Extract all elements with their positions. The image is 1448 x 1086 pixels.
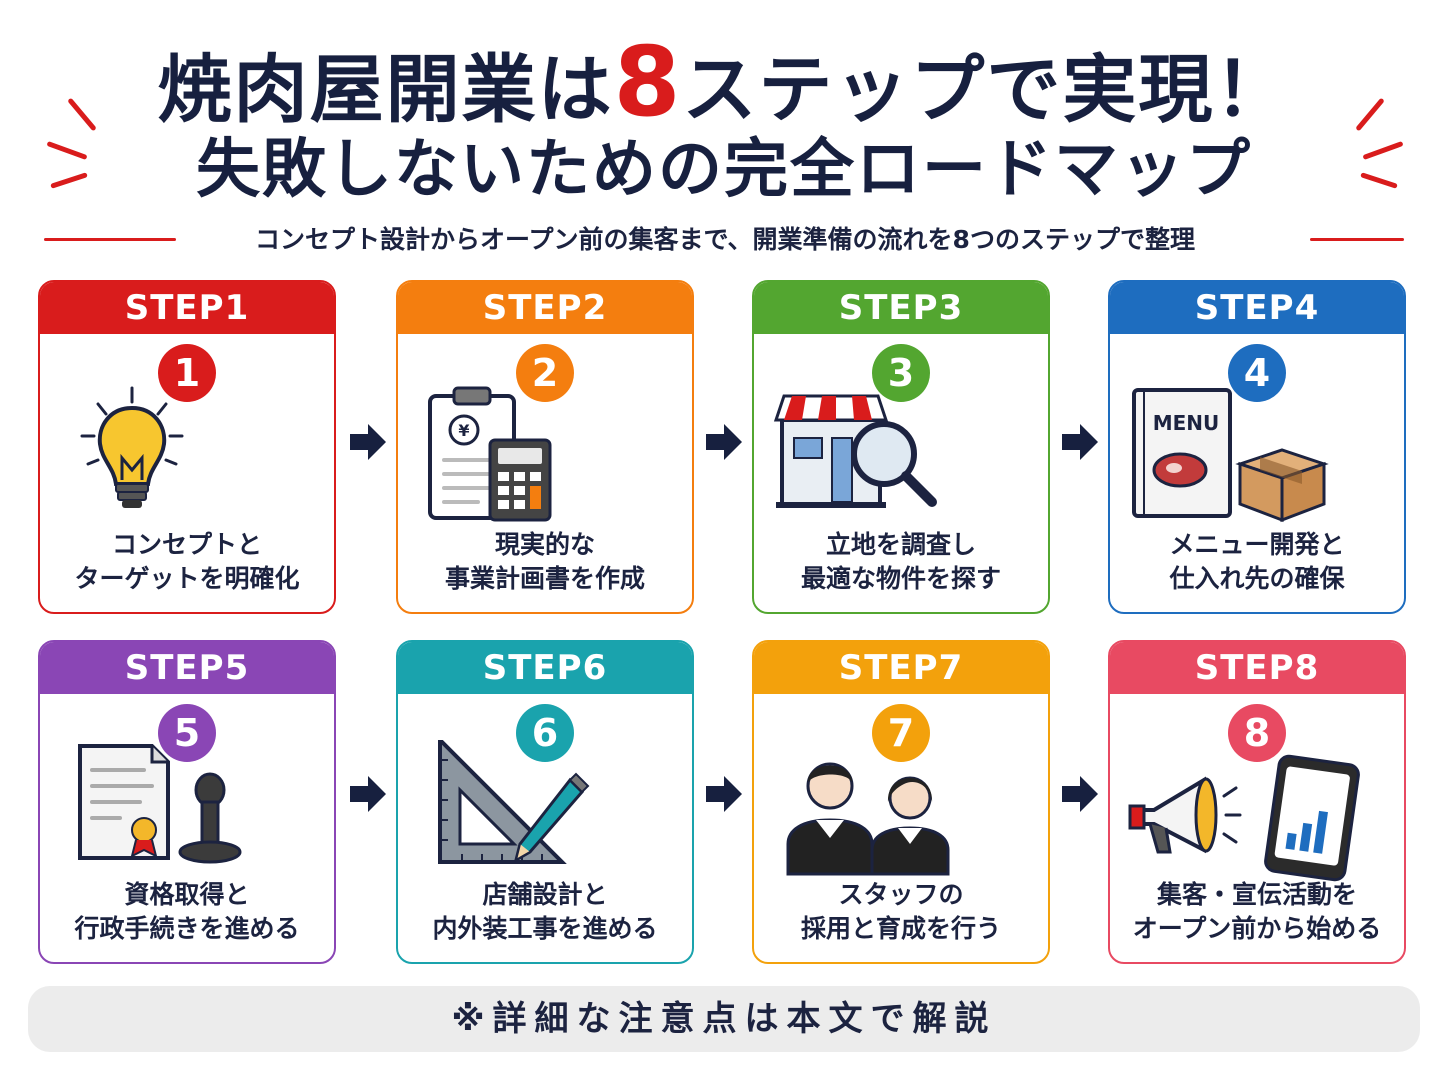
step-label-line1: 立地を調査し	[825, 530, 976, 559]
arrow-right-icon	[1062, 424, 1098, 460]
step-number-badge: 5	[158, 704, 216, 762]
burst-right-icon	[1338, 90, 1418, 190]
step-label: 集客・宣伝活動を オープン前から始める	[1110, 878, 1404, 946]
step-heading: STEP6	[398, 642, 692, 694]
step-label: コンセプトと ターゲットを明確化	[40, 528, 334, 596]
arrow-right-icon	[706, 424, 742, 460]
ruler-pencil-icon	[438, 740, 590, 864]
subtitle-line-right	[1310, 238, 1404, 241]
step-label-line1: メニュー開発と	[1169, 530, 1345, 559]
lightbulb-icon	[80, 386, 184, 508]
menu-box-icon: MENU	[1132, 388, 1329, 523]
burst-left-icon	[40, 90, 120, 190]
step-heading: STEP4	[1110, 282, 1404, 334]
step-number-badge: 7	[872, 704, 930, 762]
svg-text:¥: ¥	[458, 421, 469, 440]
title-highlight-number: 8	[613, 26, 683, 138]
step-card-1: STEP1 1 コンセプトと ターゲットを明確化	[38, 280, 336, 614]
step-number-badge: 1	[158, 344, 216, 402]
step-label-line2: ターゲットを明確化	[74, 564, 300, 593]
step-label-line1: 集客・宣伝活動を	[1156, 880, 1357, 909]
certificate-stamp-icon	[78, 744, 242, 864]
step-card-7: STEP7 7 スタッフの 採用と育成を行う	[752, 640, 1050, 964]
subtitle-line-left	[44, 238, 176, 241]
step-number-badge: 2	[516, 344, 574, 402]
step-label-line1: 店舗設計と	[482, 880, 608, 909]
step-label: 店舗設計と 内外装工事を進める	[398, 878, 692, 946]
step-label-line1: 資格取得と	[124, 880, 250, 909]
subtitle: コンセプト設計からオープン前の集客まで、開業準備の流れを8つのステップで整理	[255, 225, 1195, 254]
main-title-line1: 焼肉屋開業は8ステップで実現！	[0, 32, 1448, 140]
step-card-6: STEP6 6 店舗設計と 内外装工事を進める	[396, 640, 694, 964]
step-number-badge: 4	[1228, 344, 1286, 402]
step-label-line2: 行政手続きを進める	[74, 914, 300, 943]
step-heading: STEP8	[1110, 642, 1404, 694]
menu-text: MENU	[1153, 411, 1220, 435]
arrow-right-icon	[1062, 776, 1098, 812]
step-card-8: STEP8 8 集客・宣伝活動を オープン前から始める	[1108, 640, 1406, 964]
footer-note: ※詳細な注意点は本文で解説	[28, 986, 1420, 1052]
megaphone-phone-icon	[1128, 754, 1360, 882]
step-label-line2: 採用と育成を行う	[800, 914, 1001, 943]
step-heading: STEP2	[398, 282, 692, 334]
main-title-line2: 失敗しないための完全ロードマップ	[196, 133, 1252, 207]
step-label: メニュー開発と 仕入れ先の確保	[1110, 528, 1404, 596]
step-heading: STEP5	[40, 642, 334, 694]
step-label: 資格取得と 行政手続きを進める	[40, 878, 334, 946]
step-label-line1: 現実的な	[494, 530, 595, 559]
step-card-5: STEP5 5 資格取得と 行政手続きを進める	[38, 640, 336, 964]
arrow-right-icon	[706, 776, 742, 812]
step-label-line2: 事業計画書を作成	[444, 564, 645, 593]
step-card-4: STEP4 4 MENU メニュー開発と 仕入れ先の確保	[1108, 280, 1406, 614]
step-label-line2: 仕入れ先の確保	[1169, 564, 1345, 593]
step-heading: STEP3	[754, 282, 1048, 334]
step-number-badge: 3	[872, 344, 930, 402]
step-heading: STEP1	[40, 282, 334, 334]
step-label: スタッフの 採用と育成を行う	[754, 878, 1048, 946]
clipboard-calculator-icon: ¥	[428, 386, 552, 522]
step-card-3: STEP3 3 立地を調査し 最適な物件を探す	[752, 280, 1050, 614]
storefront-magnifier-icon	[773, 394, 937, 508]
step-card-2: STEP2 2 ¥ 現実的な 事業計画書を作成	[396, 280, 694, 614]
step-number-badge: 8	[1228, 704, 1286, 762]
step-label-line2: オープン前から始める	[1132, 914, 1382, 943]
staff-icon	[786, 762, 950, 876]
arrow-right-icon	[350, 776, 386, 812]
arrow-right-icon	[350, 424, 386, 460]
title-text-after: ステップで実現！	[682, 47, 1291, 133]
step-number-badge: 6	[516, 704, 574, 762]
step-label-line2: 内外装工事を進める	[432, 914, 658, 943]
step-label-line2: 最適な物件を探す	[800, 564, 1001, 593]
step-label: 立地を調査し 最適な物件を探す	[754, 528, 1048, 596]
title-text-before: 焼肉屋開業は	[157, 47, 614, 133]
step-heading: STEP7	[754, 642, 1048, 694]
step-label-line1: スタッフの	[838, 880, 964, 909]
step-label: 現実的な 事業計画書を作成	[398, 528, 692, 596]
step-label-line1: コンセプトと	[111, 530, 262, 559]
